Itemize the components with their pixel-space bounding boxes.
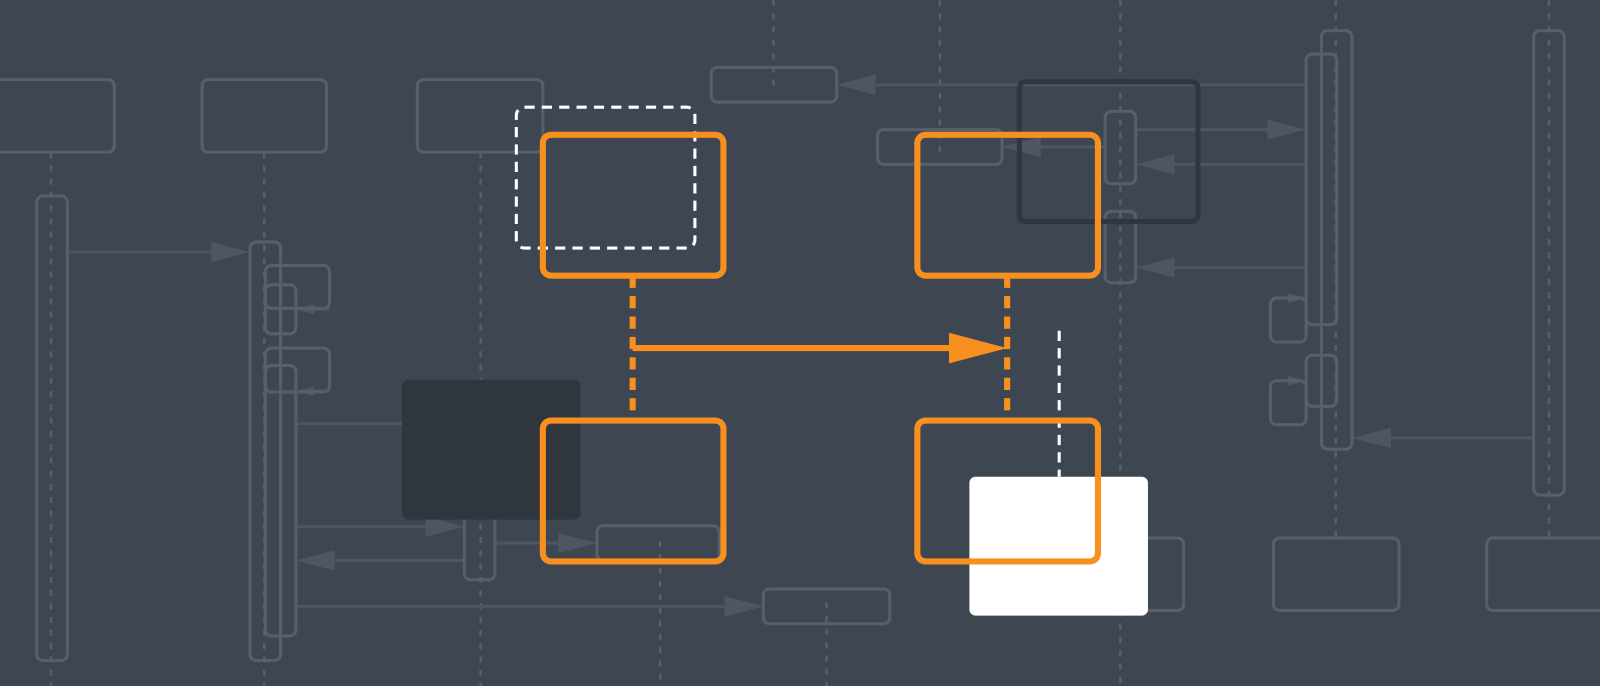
faint-box [1304, 353, 1339, 408]
faint-arrowhead-icon [425, 516, 465, 537]
faint-arrowhead-icon [836, 74, 876, 95]
white-block [969, 476, 1148, 616]
faint-box [35, 194, 69, 663]
faint-arrowhead-icon [1267, 119, 1307, 140]
faint-arrowhead-icon [558, 532, 597, 554]
faint-box [1485, 536, 1600, 612]
faint-box [876, 128, 1004, 166]
faint-box [1268, 379, 1308, 427]
orange-arrowhead-icon [948, 332, 1008, 364]
faint-box [1268, 296, 1308, 344]
orange-box-top-left [539, 131, 727, 279]
faint-box [0, 78, 116, 154]
faint-box [595, 524, 721, 562]
faint-box [709, 65, 839, 104]
dark-outline-box [1016, 79, 1201, 225]
faint-box [761, 587, 892, 626]
dark-block [402, 379, 581, 520]
faint-box [1103, 109, 1138, 186]
faint-arrowhead-icon [1135, 154, 1175, 175]
faint-box [415, 78, 545, 154]
faint-box [1103, 209, 1138, 285]
faint-arrowhead-icon [295, 550, 335, 571]
faint-arrowhead-icon [1352, 427, 1391, 449]
faint-box [248, 240, 283, 663]
faint-box [263, 283, 298, 336]
faint-box [1271, 536, 1401, 612]
faint-arrowhead-icon [1135, 257, 1175, 278]
orange-box-top-right [914, 131, 1102, 279]
orange-box-bottom-left [539, 417, 727, 565]
faint-box [263, 363, 298, 638]
faint-box [200, 78, 329, 154]
faint-box [1319, 29, 1354, 451]
faint-arrowhead-icon [724, 596, 764, 617]
faint-box [1532, 29, 1566, 497]
orange-box-bottom-right [914, 417, 1102, 565]
faint-arrowhead-icon [211, 241, 250, 263]
